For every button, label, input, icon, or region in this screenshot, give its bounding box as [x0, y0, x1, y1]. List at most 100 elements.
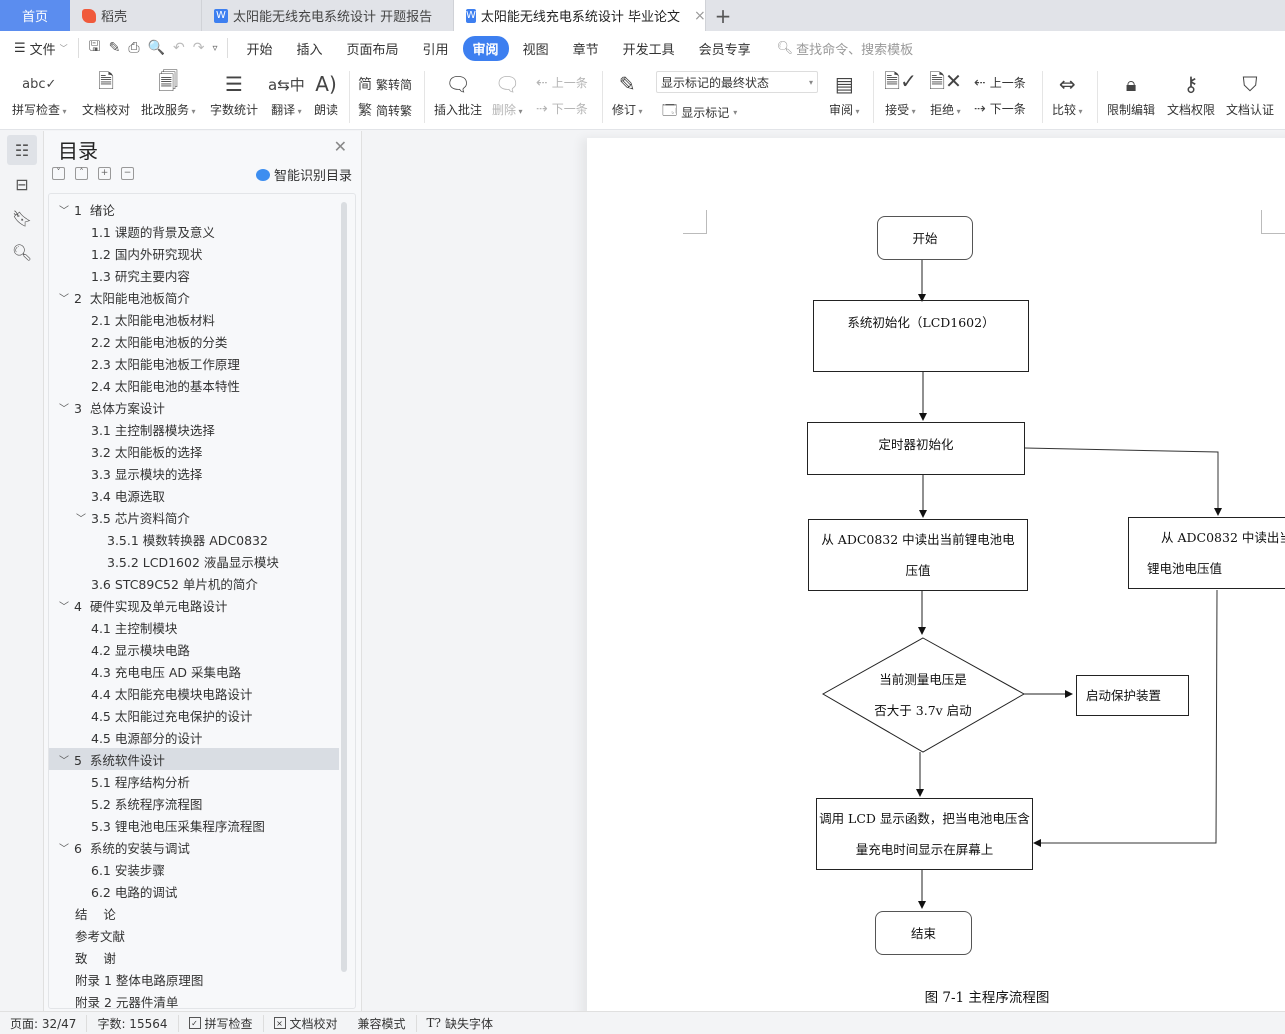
toc-item[interactable]: 2.4 太阳能电池的基本特性	[49, 374, 339, 396]
plus-icon[interactable]: +	[98, 167, 111, 180]
minus-icon[interactable]: −	[121, 167, 134, 180]
toc-item[interactable]: 4.2 显示模块电路	[49, 638, 339, 660]
toc-item[interactable]: 3.2 太阳能板的选择	[49, 440, 339, 462]
menu-developer[interactable]: 开发工具	[622, 42, 675, 58]
next-change-button[interactable]: ⇢下一条	[974, 100, 1026, 117]
toc-item[interactable]: ﹀6 系统的安装与调试	[49, 836, 339, 858]
toc-item[interactable]: ﹀2 太阳能电池板简介	[49, 286, 339, 308]
command-search[interactable]: 🔍︎ 查找命令、搜索模板	[777, 39, 914, 58]
tab-home[interactable]: 首页	[0, 0, 70, 31]
doc-permission-button[interactable]: ⚷文档权限	[1167, 69, 1215, 118]
menu-start[interactable]: 开始	[246, 42, 273, 58]
word-count-button[interactable]: ☰字数统计	[210, 69, 258, 118]
toc-item[interactable]: 3.4 电源选取	[49, 484, 339, 506]
toc-item[interactable]: 2.2 太阳能电池板的分类	[49, 330, 339, 352]
toc-item[interactable]: 6.2 电路的调试	[49, 880, 339, 902]
print-preview-icon[interactable]: 🔍	[147, 40, 165, 56]
search-icon[interactable]: 🔍︎	[11, 242, 33, 262]
toc-item[interactable]: ﹀3.5 芯片资料简介	[49, 506, 339, 528]
spell-check-button[interactable]: abc✓拼写检查 ▾	[12, 69, 67, 118]
menu-review[interactable]: 审阅	[462, 35, 509, 61]
toc-item[interactable]: 结 论	[49, 902, 339, 924]
prev-comment-button[interactable]: ⇠上一条	[536, 74, 588, 91]
bookmark-icon[interactable]: 🔖︎	[11, 208, 33, 228]
toc-item[interactable]: 2.3 太阳能电池板工作原理	[49, 352, 339, 374]
review-service-button[interactable]: 🗐批改服务 ▾	[141, 69, 196, 117]
toc-item[interactable]: 4.4 太阳能充电模块电路设计	[49, 682, 339, 704]
compare-button[interactable]: ⇔比较 ▾	[1052, 69, 1083, 118]
chevron-down-icon[interactable]: ﹀	[59, 843, 69, 855]
toc-item[interactable]: ﹀3 总体方案设计	[49, 396, 339, 418]
word-count-indicator[interactable]: 字数: 15564	[87, 1014, 179, 1032]
close-icon[interactable]: ✕	[333, 137, 347, 156]
section-nav-icon[interactable]: ⊟	[15, 174, 29, 194]
restrict-edit-button[interactable]: 🔒︎限制编辑	[1107, 69, 1155, 118]
insert-comment-button[interactable]: 🗨插入批注	[434, 69, 482, 118]
menu-references[interactable]: 引用	[422, 42, 449, 58]
toc-item[interactable]: 3.5.1 模数转换器 ADC0832	[49, 528, 339, 550]
menu-page-layout[interactable]: 页面布局	[346, 42, 399, 58]
chevron-down-icon[interactable]: ﹀	[59, 293, 69, 305]
toc-item[interactable]: 4.3 充电电压 AD 采集电路	[49, 660, 339, 682]
toc-item[interactable]: 6.1 安装步骤	[49, 858, 339, 880]
customize-icon[interactable]: ▿	[212, 42, 218, 54]
delete-comment-button[interactable]: 🗨删除 ▾	[492, 69, 523, 118]
toc-item[interactable]: ﹀1 绪论	[49, 198, 339, 220]
menu-insert[interactable]: 插入	[296, 42, 323, 58]
scrollbar[interactable]	[341, 202, 347, 972]
toc-item[interactable]: 3.1 主控制器模块选择	[49, 418, 339, 440]
chevron-down-icon[interactable]: ﹀	[59, 601, 69, 613]
reject-button[interactable]: 🗎✕拒绝 ▾	[929, 69, 962, 117]
menu-member[interactable]: 会员专享	[698, 42, 751, 58]
toc-item[interactable]: 附录 1 整体电路原理图	[49, 968, 339, 990]
show-markup-button[interactable]: 🗔显示标记▾	[662, 100, 737, 124]
toc-item[interactable]: 5.2 系统程序流程图	[49, 792, 339, 814]
print-icon[interactable]: ⎙	[128, 40, 140, 56]
missing-font-button[interactable]: T?缺失字体	[417, 1015, 503, 1032]
collapse-all-icon[interactable]: ˄	[75, 167, 88, 180]
undo-icon[interactable]: ↶	[172, 40, 185, 56]
chevron-down-icon[interactable]: ﹀	[59, 403, 69, 415]
status-spell-check-button[interactable]: ✓拼写检查	[179, 1014, 264, 1032]
accept-button[interactable]: 🗎✓接受 ▾	[884, 69, 917, 117]
format-painter-icon[interactable]: ✎	[108, 40, 121, 56]
toc-item[interactable]: ﹀5 系统软件设计	[49, 748, 339, 770]
next-comment-button[interactable]: ⇢下一条	[536, 100, 588, 117]
read-aloud-button[interactable]: A)朗读	[314, 69, 338, 118]
menu-section[interactable]: 章节	[572, 42, 599, 58]
toc-item[interactable]: 4.5 电源部分的设计	[49, 726, 339, 748]
tab-docer[interactable]: 稻壳	[70, 0, 202, 31]
review-pane-button[interactable]: ▤审阅 ▾	[829, 69, 860, 118]
toc-item[interactable]: 1.1 课题的背景及意义	[49, 220, 339, 242]
toc-item[interactable]: 1.3 研究主要内容	[49, 264, 339, 286]
toc-item[interactable]: 5.3 锂电池电压采集程序流程图	[49, 814, 339, 836]
toc-item[interactable]: ﹀4 硬件实现及单元电路设计	[49, 594, 339, 616]
expand-all-icon[interactable]: ˅	[52, 167, 65, 180]
close-icon[interactable]: ×	[694, 7, 706, 24]
save-icon[interactable]: 🖫	[88, 39, 101, 55]
toc-item[interactable]: 5.1 程序结构分析	[49, 770, 339, 792]
chevron-down-icon[interactable]: ﹀	[59, 205, 69, 217]
toc-item[interactable]: 4.1 主控制模块	[49, 616, 339, 638]
document-page[interactable]: 开始 系统初始化（LCD1602） 定时器初始化 从 ADC0832 中读出当前…	[587, 138, 1285, 1011]
doc-certify-button[interactable]: ⛉文档认证	[1226, 69, 1274, 118]
page-indicator[interactable]: 页面: 32/47	[0, 1014, 88, 1032]
simp-to-trad-button[interactable]: 繁简转繁	[358, 100, 412, 120]
toc-item[interactable]: 参考文献	[49, 924, 339, 946]
toc-item[interactable]: 致 谢	[49, 946, 339, 968]
toc-item[interactable]: 2.1 太阳能电池板材料	[49, 308, 339, 330]
track-changes-button[interactable]: ✎修订 ▾	[612, 69, 643, 118]
new-tab-button[interactable]: +	[714, 3, 732, 28]
toc-item[interactable]: 4.5 太阳能过充电保护的设计	[49, 704, 339, 726]
status-proofread-button[interactable]: ×文档校对	[264, 1015, 348, 1032]
chevron-down-icon[interactable]: ﹀	[59, 755, 69, 767]
toc-item[interactable]: 1.2 国内外研究现状	[49, 242, 339, 264]
toc-item[interactable]: 3.3 显示模块的选择	[49, 462, 339, 484]
doc-proofread-button[interactable]: 🗎文档校对	[82, 69, 130, 118]
menu-view[interactable]: 视图	[522, 42, 549, 58]
smart-toc-button[interactable]: 智能识别目录	[255, 165, 352, 184]
toc-item[interactable]: 附录 2 元器件清单	[49, 990, 339, 1009]
chevron-down-icon[interactable]: ﹀	[76, 513, 86, 525]
trad-to-simp-button[interactable]: 简繁转简	[358, 74, 412, 94]
